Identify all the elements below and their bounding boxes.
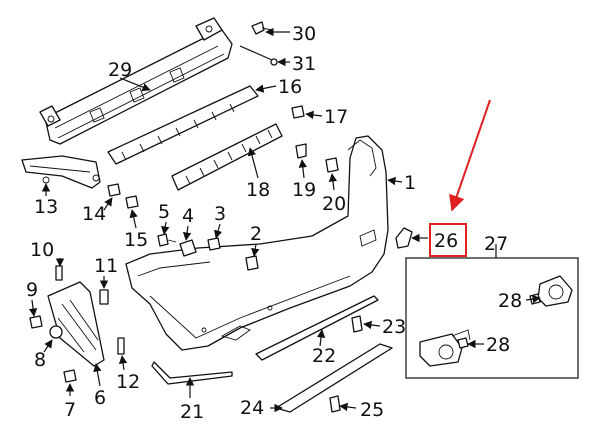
- callout-13: 13: [34, 196, 58, 218]
- fog-lamp-group: [405, 257, 579, 379]
- callout-8: 8: [34, 349, 46, 371]
- callout-15: 15: [124, 229, 148, 251]
- callout-4: 4: [182, 205, 194, 227]
- valance: [275, 343, 393, 413]
- energy-absorber: [107, 85, 259, 165]
- callout-14: 14: [82, 203, 106, 225]
- reinforcement-beam: [39, 17, 233, 145]
- lower-absorber: [171, 123, 283, 191]
- callout-21: 21: [180, 401, 204, 423]
- callout-26: 26: [434, 230, 458, 252]
- corner-bracket: [47, 281, 105, 367]
- lower-trim: [255, 295, 379, 361]
- callout-23: 23: [382, 316, 406, 338]
- side-molding: [151, 361, 233, 385]
- highlight-box: [429, 223, 467, 257]
- callout-1: 1: [404, 172, 416, 194]
- callout-17: 17: [324, 106, 348, 128]
- callout-11: 11: [94, 255, 118, 277]
- callout-31: 31: [292, 53, 316, 75]
- callout-10: 10: [30, 239, 54, 261]
- callout-22: 22: [312, 345, 336, 367]
- callout-12: 12: [116, 371, 140, 393]
- callout-20: 20: [322, 193, 346, 215]
- callout-6: 6: [94, 387, 106, 409]
- callout-28-upper: 28: [498, 290, 522, 312]
- side-bracket: [21, 155, 101, 189]
- callout-9: 9: [26, 279, 38, 301]
- callout-24: 24: [240, 397, 264, 419]
- reflector-bracket: [395, 227, 413, 249]
- callout-30: 30: [292, 23, 316, 45]
- callout-28-lower: 28: [486, 334, 510, 356]
- callout-27: 27: [484, 233, 508, 255]
- callout-3: 3: [214, 203, 226, 225]
- callout-2: 2: [250, 223, 262, 245]
- callout-25: 25: [360, 399, 384, 421]
- callout-16: 16: [278, 76, 302, 98]
- callout-7: 7: [64, 399, 76, 421]
- callout-labels: 30 31 29 16 17 18 19 20 1 13 14 15 5 4 3…: [26, 23, 522, 423]
- callout-5: 5: [158, 201, 170, 223]
- bumper-cover: [125, 135, 389, 351]
- callout-19: 19: [292, 179, 316, 201]
- callout-18: 18: [246, 179, 270, 201]
- leader-lines: [28, 27, 541, 413]
- callout-29: 29: [108, 59, 132, 81]
